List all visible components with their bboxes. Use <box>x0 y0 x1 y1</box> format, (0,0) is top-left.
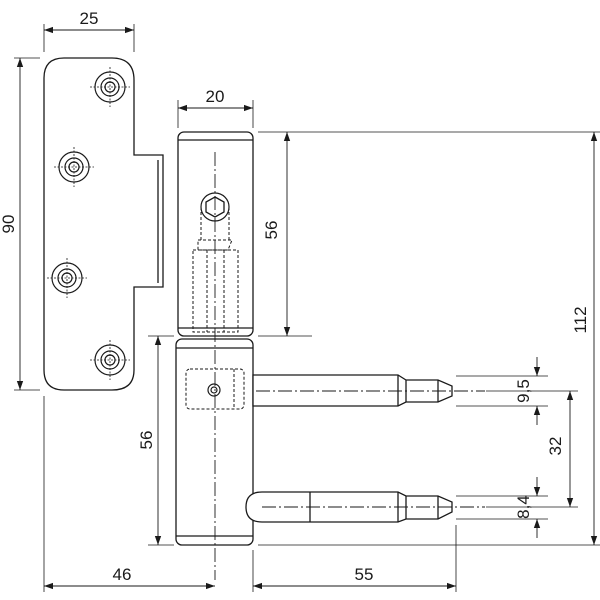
dimension-labels: 25 90 20 56 112 9,5 32 8,4 56 46 55 <box>0 9 590 584</box>
plate-outline <box>43 57 164 391</box>
dim-label-upper-length: 56 <box>262 221 281 240</box>
dim-label-lower-length: 56 <box>137 431 156 450</box>
dim-label-offset-left: 46 <box>113 565 132 584</box>
lower-pin <box>245 491 485 523</box>
screw-hole-2 <box>54 147 94 187</box>
dimension-lines <box>16 26 598 590</box>
dim-label-pin-spacing: 32 <box>546 437 565 456</box>
upper-pin-body <box>252 374 453 407</box>
upper-barrel-body <box>177 131 254 337</box>
dim-label-plate-width: 25 <box>80 9 99 28</box>
dim-label-pin-diameter-top: 9,5 <box>514 379 533 403</box>
lower-barrel <box>175 338 254 546</box>
screw-hole-1 <box>90 67 130 107</box>
screw-hole-4 <box>90 340 130 380</box>
upper-barrel <box>177 131 254 337</box>
dim-label-total-height: 112 <box>571 306 590 333</box>
lower-pin-body <box>245 491 453 523</box>
dim-label-plate-height: 90 <box>0 215 18 234</box>
upper-pin <box>252 374 485 407</box>
dim-label-barrel-width: 20 <box>206 87 225 106</box>
dim-label-pin-length: 55 <box>355 565 374 584</box>
screw-hole-3 <box>47 258 87 298</box>
dim-label-pin-diameter-bottom: 8,4 <box>514 495 533 519</box>
mounting-plate <box>43 57 164 391</box>
extension-lines <box>14 24 600 592</box>
